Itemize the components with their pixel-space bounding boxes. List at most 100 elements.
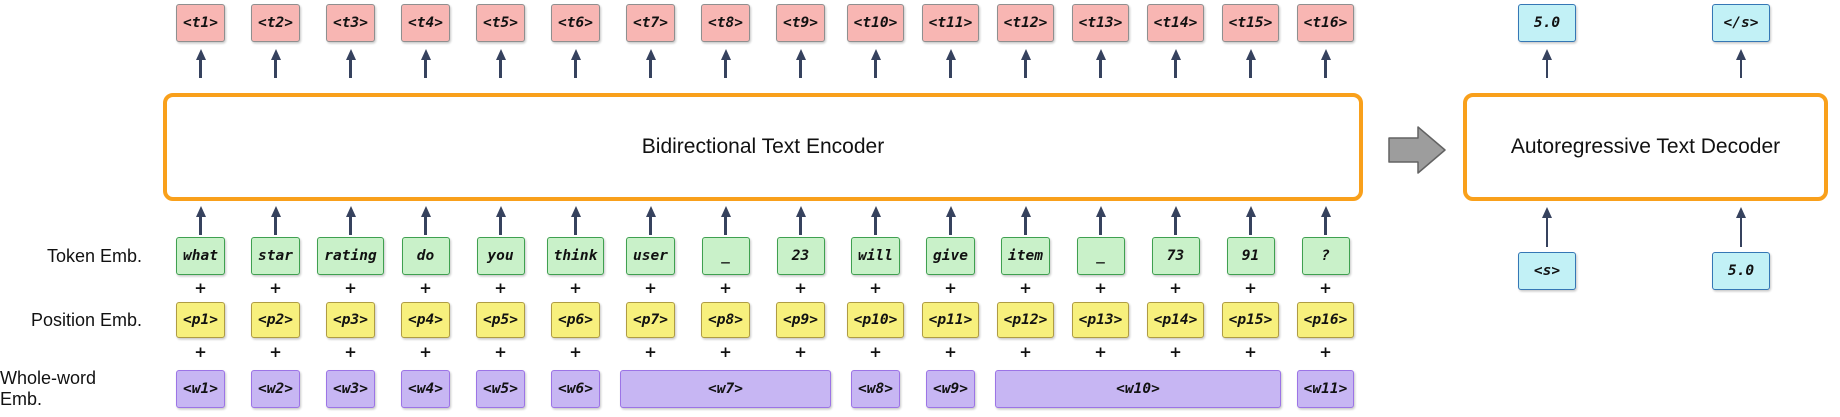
arrow-stem — [424, 60, 427, 78]
wholeword-emb-box: <w1> — [176, 370, 225, 408]
encoder-output-token-col: <t11> — [913, 4, 988, 42]
autoregressive-text-decoder-block: Autoregressive Text Decoder — [1463, 93, 1828, 201]
position-emb-row-label: Position Emb. — [30, 309, 142, 330]
plus-icon: + — [644, 343, 657, 361]
plus-icon: + — [419, 343, 432, 361]
plus-row-position-wholeword: ++++++++++++++++ — [163, 343, 1363, 361]
plus-token-position-col: + — [763, 279, 838, 297]
token-emb-box: will — [851, 237, 900, 275]
position-emb-col: <p15> — [1213, 302, 1288, 338]
embedding-input-arrow-col — [1288, 206, 1363, 235]
wholeword-emb-box: <w2> — [251, 370, 300, 408]
encoder-output-token-col: <t16> — [1288, 4, 1363, 42]
up-arrow-icon — [570, 49, 581, 78]
wholeword-emb-col: <w3> — [313, 370, 388, 408]
arrow-head — [720, 49, 731, 60]
arrow-head — [1170, 206, 1181, 217]
decoder-input-arrow-col — [1492, 207, 1602, 247]
encoder-output-token-box: <t3> — [326, 4, 375, 42]
position-emb-col: <p14> — [1138, 302, 1213, 338]
arrow-head — [570, 206, 581, 217]
plus-token-position-col: + — [613, 279, 688, 297]
token-emb-col: rating — [313, 237, 388, 275]
plus-icon: + — [719, 279, 732, 297]
arrow-stem — [1099, 60, 1102, 78]
encoder-output-arrow-col — [238, 49, 313, 78]
bidirectional-text-encoder-block: Bidirectional Text Encoder — [163, 93, 1363, 201]
token-emb-col: user — [613, 237, 688, 275]
plus-position-wholeword-col: + — [838, 343, 913, 361]
arrow-stem — [874, 60, 877, 78]
position-emb-col: <p8> — [688, 302, 763, 338]
encoder-output-arrow-col — [313, 49, 388, 78]
arrow-head — [945, 49, 956, 60]
position-emb-col: <p12> — [988, 302, 1063, 338]
wholeword-emb-col: <w5> — [463, 370, 538, 408]
arrow-head — [1095, 49, 1106, 60]
decoder-output-box: 5.0 — [1518, 4, 1576, 42]
encoder-output-token-box: <t1> — [176, 4, 225, 42]
wholeword-emb-col: <w11> — [1288, 370, 1363, 408]
decoder-output-arrow-col — [1492, 49, 1602, 78]
token-emb-col: give — [913, 237, 988, 275]
up-arrow-icon — [1736, 49, 1746, 78]
up-arrow-icon — [1542, 207, 1552, 247]
encoder-output-token-box: <t7> — [626, 4, 675, 42]
plus-icon: + — [1319, 343, 1332, 361]
up-arrow-icon — [1095, 206, 1106, 235]
arrow-stem — [1174, 217, 1177, 235]
plus-token-position-col: + — [688, 279, 763, 297]
encoder-output-token-col: <t6> — [538, 4, 613, 42]
arrow-head — [495, 49, 506, 60]
plus-icon: + — [1244, 279, 1257, 297]
plus-token-position-col: + — [1138, 279, 1213, 297]
arrow-stem — [1545, 60, 1549, 78]
encoder-output-arrow-col — [163, 49, 238, 78]
arrow-head — [570, 49, 581, 60]
up-arrow-icon — [270, 49, 281, 78]
encoder-output-token-row: <t1><t2><t3><t4><t5><t6><t7><t8><t9><t10… — [163, 4, 1363, 42]
plus-icon: + — [719, 343, 732, 361]
plus-token-position-col: + — [913, 279, 988, 297]
encoder-output-token-col: <t4> — [388, 4, 463, 42]
token-emb-box: _ — [701, 237, 750, 275]
arrow-stem — [799, 217, 802, 235]
encoder-output-token-box: <t6> — [551, 4, 600, 42]
plus-token-position-col: + — [163, 279, 238, 297]
encoder-output-token-box: <t16> — [1296, 4, 1355, 42]
plus-position-wholeword-col: + — [988, 343, 1063, 361]
up-arrow-icon — [645, 206, 656, 235]
arrow-stem — [1099, 217, 1102, 235]
up-arrow-icon — [345, 206, 356, 235]
encoder-output-arrow-col — [763, 49, 838, 78]
arrow-head — [720, 206, 731, 217]
up-arrow-icon — [1736, 207, 1746, 247]
token-emb-box: you — [476, 237, 525, 275]
arrow-stem — [499, 217, 502, 235]
encoder-output-token-box: <t13> — [1071, 4, 1130, 42]
arrow-head — [1170, 49, 1181, 60]
up-arrow-icon — [645, 49, 656, 78]
wholeword-emb-col: <w9> — [913, 370, 988, 408]
wholeword-emb-box: <w9> — [926, 370, 975, 408]
wholeword-emb-box: <w7> — [620, 370, 831, 408]
token-emb-box: 91 — [1226, 237, 1275, 275]
wholeword-emb-box: <w4> — [401, 370, 450, 408]
position-emb-col: <p13> — [1063, 302, 1138, 338]
plus-icon: + — [269, 343, 282, 361]
arrow-stem — [274, 217, 277, 235]
wholeword-emb-col: <w10> — [988, 370, 1288, 408]
encoder-output-token-box: <t10> — [846, 4, 905, 42]
position-emb-box: <p15> — [1221, 302, 1280, 338]
encoder-output-token-col: <t3> — [313, 4, 388, 42]
embedding-input-arrow-col — [163, 206, 238, 235]
up-arrow-icon — [420, 206, 431, 235]
arrow-stem — [349, 217, 352, 235]
arrow-head — [1320, 206, 1331, 217]
position-emb-box: <p16> — [1296, 302, 1355, 338]
plus-token-position-col: + — [238, 279, 313, 297]
encoder-output-arrow-col — [538, 49, 613, 78]
wholeword-emb-box: <w6> — [551, 370, 600, 408]
encoder-output-token-col: <t1> — [163, 4, 238, 42]
up-arrow-icon — [1020, 206, 1031, 235]
